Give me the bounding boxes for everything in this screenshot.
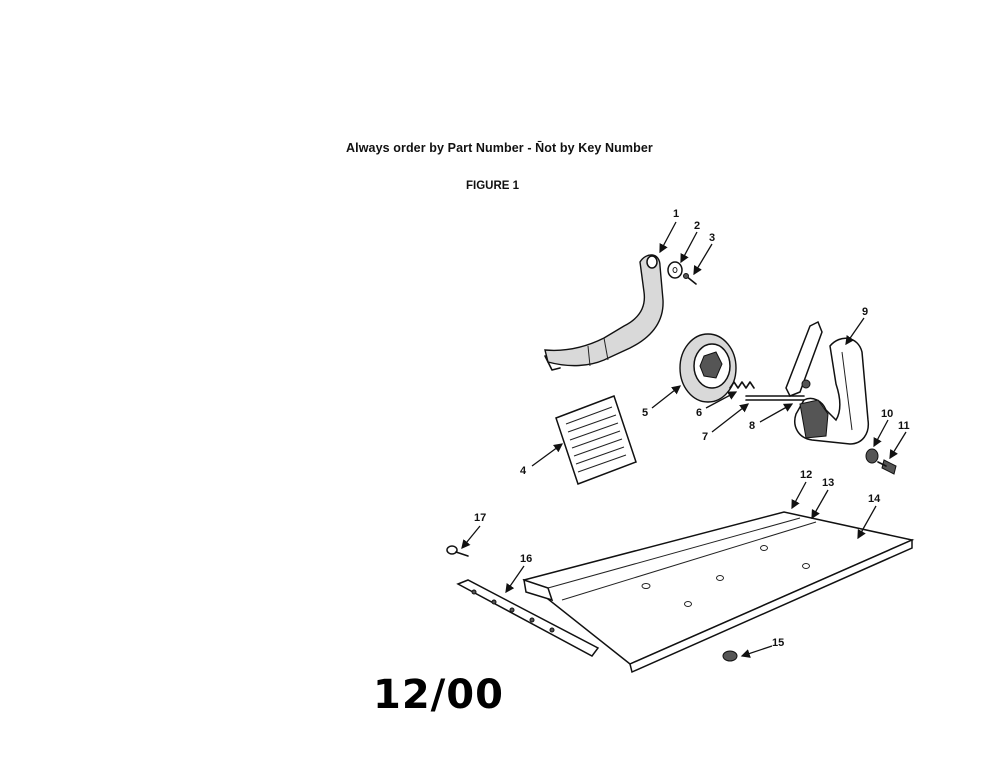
part-7-rod (745, 395, 805, 401)
callout-13: 13 (822, 477, 834, 489)
callout-5: 5 (642, 407, 648, 419)
part-5-hub (679, 333, 737, 403)
callout-11: 11 (898, 420, 910, 432)
part-3-screw (683, 273, 697, 285)
part-11-bolt (877, 459, 897, 475)
part-1-arm (544, 254, 664, 371)
part-12-14-table (522, 511, 915, 674)
part-17-thumb-screw (446, 545, 469, 557)
part-9-guard-housing (794, 337, 870, 445)
figure-title: FIGURE 1 (466, 180, 520, 192)
part-16-rail (456, 579, 600, 657)
callout-2: 2 (694, 220, 700, 232)
callout-17: 17 (474, 512, 486, 524)
callout-1: 1 (673, 208, 679, 220)
callout-4: 4 (520, 465, 527, 477)
part-6-spring (729, 381, 755, 389)
callout-7: 7 (702, 431, 708, 443)
callout-14: 14 (868, 493, 881, 505)
callout-9: 9 (862, 306, 868, 318)
callout-10: 10 (881, 408, 893, 420)
callout-16: 16 (520, 553, 532, 565)
callout-6: 6 (696, 407, 702, 419)
callout-15: 15 (772, 637, 784, 649)
part-10-nut (865, 448, 879, 464)
part-15-knob (722, 650, 738, 662)
callout-8: 8 (749, 420, 755, 432)
revision-date: 12/00 (373, 672, 504, 718)
part-2-washer (667, 261, 683, 279)
callout-3: 3 (709, 232, 715, 244)
order-note: Always order by Part Number - N̄ot by Ke… (346, 141, 653, 155)
part-8-bracket (785, 320, 823, 397)
callout-12: 12 (800, 469, 812, 481)
part-4-manual (555, 395, 637, 485)
